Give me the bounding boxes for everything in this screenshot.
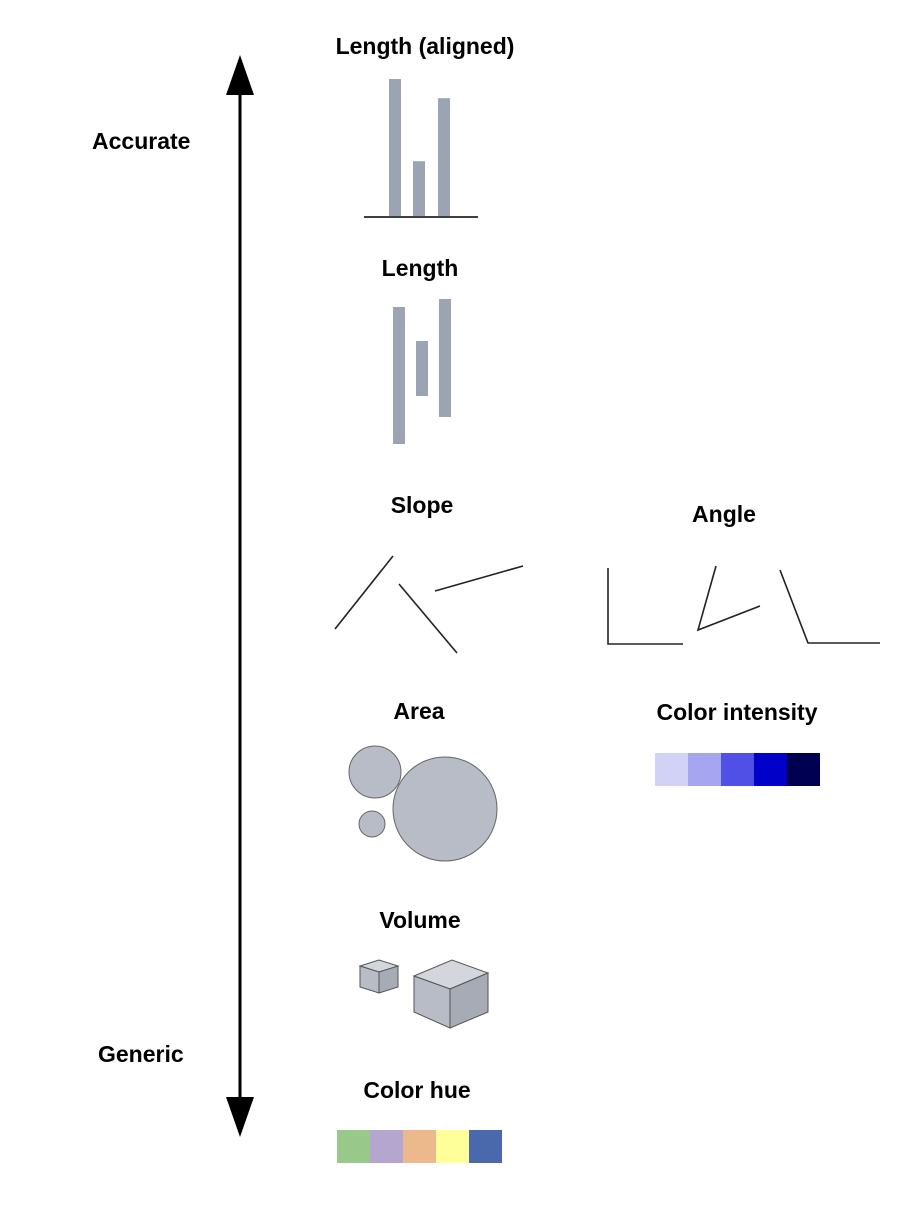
intensity-swatch-1 xyxy=(655,753,688,786)
aligned-bar-3 xyxy=(438,98,450,216)
length-aligned-title: Length (aligned) xyxy=(335,33,515,59)
small-cube xyxy=(358,959,400,994)
slope-line-2 xyxy=(398,583,458,654)
angle-2 xyxy=(696,565,761,632)
aligned-bar-1 xyxy=(389,79,401,216)
hue-swatch-5 xyxy=(469,1130,502,1163)
arrow-down-head xyxy=(226,1097,254,1137)
hue-swatch-3 xyxy=(403,1130,436,1163)
accurate-label: Accurate xyxy=(92,128,191,154)
accuracy-arrow xyxy=(226,55,254,1137)
intensity-swatch-3 xyxy=(721,753,754,786)
hue-swatch-2 xyxy=(370,1130,403,1163)
slope-title: Slope xyxy=(390,492,454,518)
generic-label: Generic xyxy=(98,1041,184,1067)
volume-glyph xyxy=(358,959,490,1029)
intensity-swatch-4 xyxy=(754,753,787,786)
area-circle-1 xyxy=(348,745,402,799)
large-cube xyxy=(412,959,490,1029)
large-cube-side xyxy=(449,972,489,1029)
area-circle-3 xyxy=(358,810,386,838)
hue-swatch-1 xyxy=(337,1130,370,1163)
color-intensity-glyph xyxy=(655,753,820,786)
length-bar-2 xyxy=(416,341,428,396)
length-bar-3 xyxy=(439,299,451,417)
small-cube-side xyxy=(378,965,399,994)
color-hue-title: Color hue xyxy=(363,1077,471,1103)
color-intensity-title: Color intensity xyxy=(656,699,818,725)
arrow-up-head xyxy=(226,55,254,95)
slope-line-3 xyxy=(434,565,524,592)
angle-glyph xyxy=(607,565,880,645)
angle-title: Angle xyxy=(692,501,756,527)
hue-swatch-4 xyxy=(436,1130,469,1163)
length-title: Length xyxy=(381,255,459,281)
slope-line-1 xyxy=(334,555,394,630)
length-aligned-glyph xyxy=(364,79,478,218)
angle-3 xyxy=(779,569,880,644)
aligned-bar-2 xyxy=(413,161,425,216)
intensity-swatch-5 xyxy=(787,753,820,786)
color-hue-glyph xyxy=(337,1130,502,1163)
intensity-swatch-2 xyxy=(688,753,721,786)
area-glyph xyxy=(348,745,498,862)
angle-1 xyxy=(607,568,683,645)
length-glyph xyxy=(393,299,451,444)
area-title: Area xyxy=(393,698,445,724)
length-bar-1 xyxy=(393,307,405,444)
area-circle-2 xyxy=(392,756,498,862)
volume-title: Volume xyxy=(379,907,461,933)
slope-glyph xyxy=(334,555,524,654)
